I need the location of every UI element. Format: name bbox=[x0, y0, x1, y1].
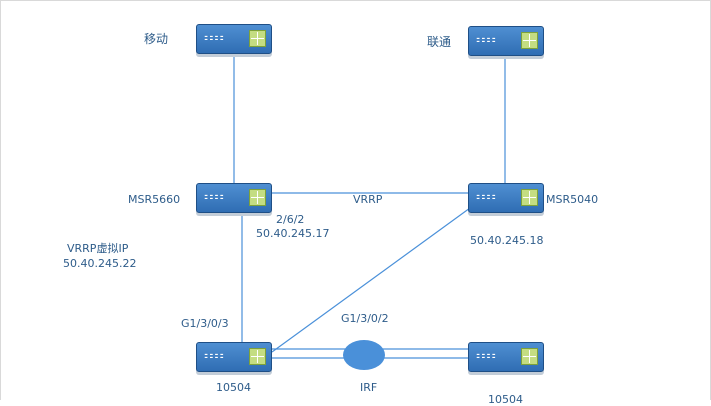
left-border bbox=[0, 0, 1, 400]
router-icon-msr5660[interactable]: ▪▪▪▪▪▪▪▪ bbox=[196, 183, 272, 213]
msr5660-ip-label: 50.40.245.17 bbox=[256, 227, 330, 240]
msr5660-label: MSR5660 bbox=[128, 193, 181, 206]
router-icon-cmcc[interactable]: ▪▪▪▪▪▪▪▪ bbox=[196, 24, 272, 54]
switch-icon-core-left[interactable]: ▪▪▪▪▪▪▪▪ bbox=[196, 342, 272, 372]
port-row-icon: ▪▪▪▪▪▪▪▪ bbox=[204, 193, 225, 199]
top-border bbox=[0, 0, 711, 1]
msr5040-ip-label: 50.40.245.18 bbox=[470, 234, 544, 247]
port-row-icon: ▪▪▪▪▪▪▪▪ bbox=[204, 352, 225, 358]
g1303-port-label: G1/3/0/3 bbox=[181, 317, 229, 330]
msr5040-label: MSR5040 bbox=[546, 193, 599, 206]
irf-label: IRF bbox=[360, 381, 378, 394]
switch-icon-core-right[interactable]: ▪▪▪▪▪▪▪▪ bbox=[468, 342, 544, 372]
port-row-icon: ▪▪▪▪▪▪▪▪ bbox=[204, 34, 225, 40]
msr5660-port-label: 2/6/2 bbox=[276, 213, 305, 226]
port-row-icon: ▪▪▪▪▪▪▪▪ bbox=[476, 193, 497, 199]
vrrp-link-label: VRRP bbox=[353, 193, 383, 206]
arrows-square-icon bbox=[249, 189, 266, 206]
core-left-label: 10504 bbox=[216, 381, 251, 394]
arrows-square-icon bbox=[521, 348, 538, 365]
port-row-icon: ▪▪▪▪▪▪▪▪ bbox=[476, 352, 497, 358]
link-msr5040-core bbox=[271, 207, 471, 353]
router-icon-unicom[interactable]: ▪▪▪▪▪▪▪▪ bbox=[468, 26, 544, 56]
unicom-label: 联通 bbox=[427, 35, 452, 49]
g1302-port-label: G1/3/0/2 bbox=[341, 312, 389, 325]
arrows-square-icon bbox=[521, 32, 538, 49]
arrows-square-icon bbox=[249, 348, 266, 365]
irf-ellipse bbox=[343, 340, 385, 370]
vrrp-virtual-ip-title: VRRP虚拟IP bbox=[67, 242, 129, 255]
vrrp-virtual-ip-value: 50.40.245.22 bbox=[63, 257, 137, 270]
router-icon-msr5040[interactable]: ▪▪▪▪▪▪▪▪ bbox=[468, 183, 544, 213]
arrows-square-icon bbox=[521, 189, 538, 206]
cmcc-label: 移动 bbox=[144, 32, 169, 46]
port-row-icon: ▪▪▪▪▪▪▪▪ bbox=[476, 36, 497, 42]
arrows-square-icon bbox=[249, 30, 266, 47]
